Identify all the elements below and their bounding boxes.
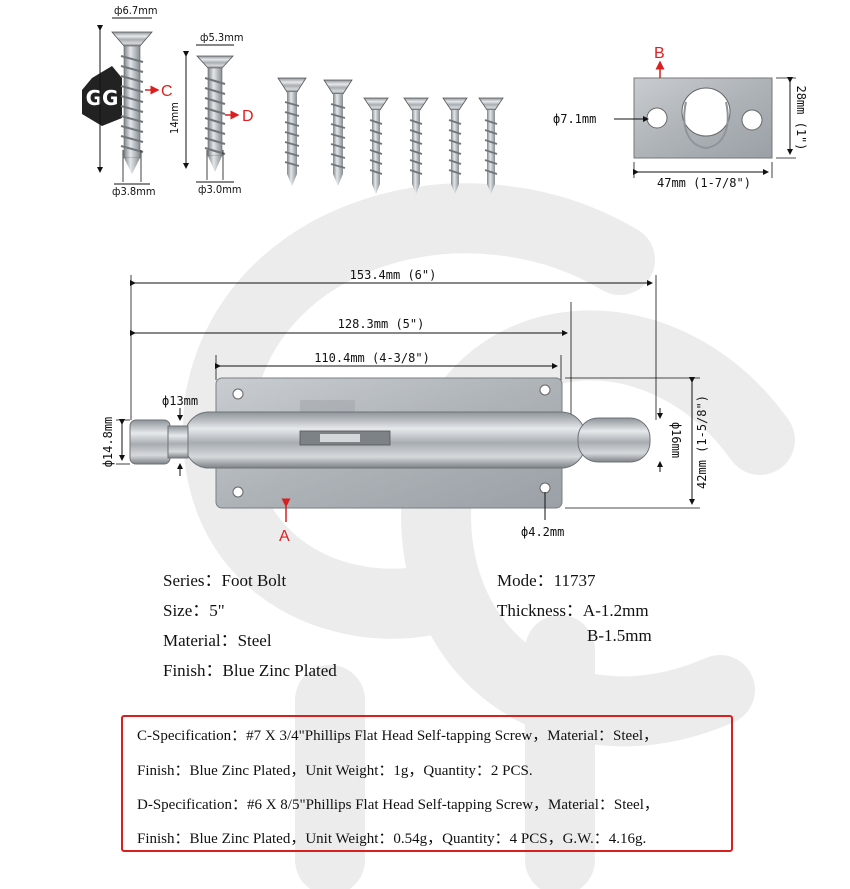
screw-d-length: 14mm	[168, 102, 181, 134]
gg-brand-logo-icon: GG	[82, 66, 122, 126]
bolt-plate-length: 110.4mm (4-3/8")	[314, 351, 430, 365]
screw-d-shank-diameter: ф3.0mm	[198, 183, 241, 196]
screw-specification-box	[121, 715, 733, 852]
strike-plate-drawing: B ф7.1mm 47mm (1-7/8") 28mm (1")	[553, 45, 808, 190]
spec-finish: Finish：Blue Zinc Plated	[163, 661, 337, 680]
c-spec-line-1: C-Specification：#7 X 3/4"Phillips Flat H…	[137, 728, 659, 744]
spec-material: Material：Steel	[163, 631, 272, 650]
c-spec-line-2: Finish：Blue Zinc Plated，Unit Weight：1g，Q…	[137, 763, 533, 779]
spec-thickness-b: B-1.5mm	[587, 626, 652, 645]
strike-plate-hole-diameter: ф7.1mm	[553, 112, 596, 126]
d-spec-line-2: Finish：Blue Zinc Plated，Unit Weight：0.54…	[137, 831, 647, 847]
strike-plate-label: B	[654, 45, 665, 62]
strike-plate-width: 47mm (1-7/8")	[657, 176, 751, 190]
bolt-hole-diameter: ф4.2mm	[521, 525, 564, 539]
screw-c-drawing: ф6.7mm ф3.8mm C	[97, 4, 173, 198]
bolt-knob-label: ф13mm	[162, 394, 198, 408]
spec-thickness-a: Thickness：A-1.2mm	[497, 601, 649, 620]
screw-set-drawing	[277, 77, 504, 194]
strike-plate-height: 28mm (1")	[794, 85, 808, 150]
spec-series: Series：Foot Bolt	[163, 571, 287, 590]
bolt-rod-diameter: ф16mm	[669, 422, 683, 458]
screw-c-head-diameter: ф6.7mm	[114, 4, 157, 17]
bolt-plate-label: A	[279, 528, 290, 545]
screw-d-drawing: ф5.3mm 14mm ф3.0mm D	[168, 31, 254, 196]
bolt-body-length: 128.3mm (5")	[338, 317, 425, 331]
bolt-overall-length: 153.4mm (6")	[350, 268, 437, 282]
foot-bolt-drawing: 153.4mm (6") 128.3mm (5") 110.4mm (4-3/8…	[101, 268, 709, 545]
screw-c-shank-diameter: ф3.8mm	[112, 185, 155, 198]
screw-d-label: D	[242, 108, 254, 125]
d-spec-line-1: D-Specification：#6 X 8/5"Phillips Flat H…	[137, 797, 659, 813]
spec-size: Size：5"	[163, 601, 225, 620]
logo-text: GG	[86, 86, 119, 110]
screw-d-head-diameter: ф5.3mm	[200, 31, 243, 44]
spec-mode: Mode：11737	[497, 571, 596, 590]
screw-c-label: C	[161, 83, 173, 100]
bolt-plate-height: 42mm (1-5/8")	[695, 395, 709, 489]
bolt-knob-diameter: ф14.8mm	[101, 417, 115, 468]
